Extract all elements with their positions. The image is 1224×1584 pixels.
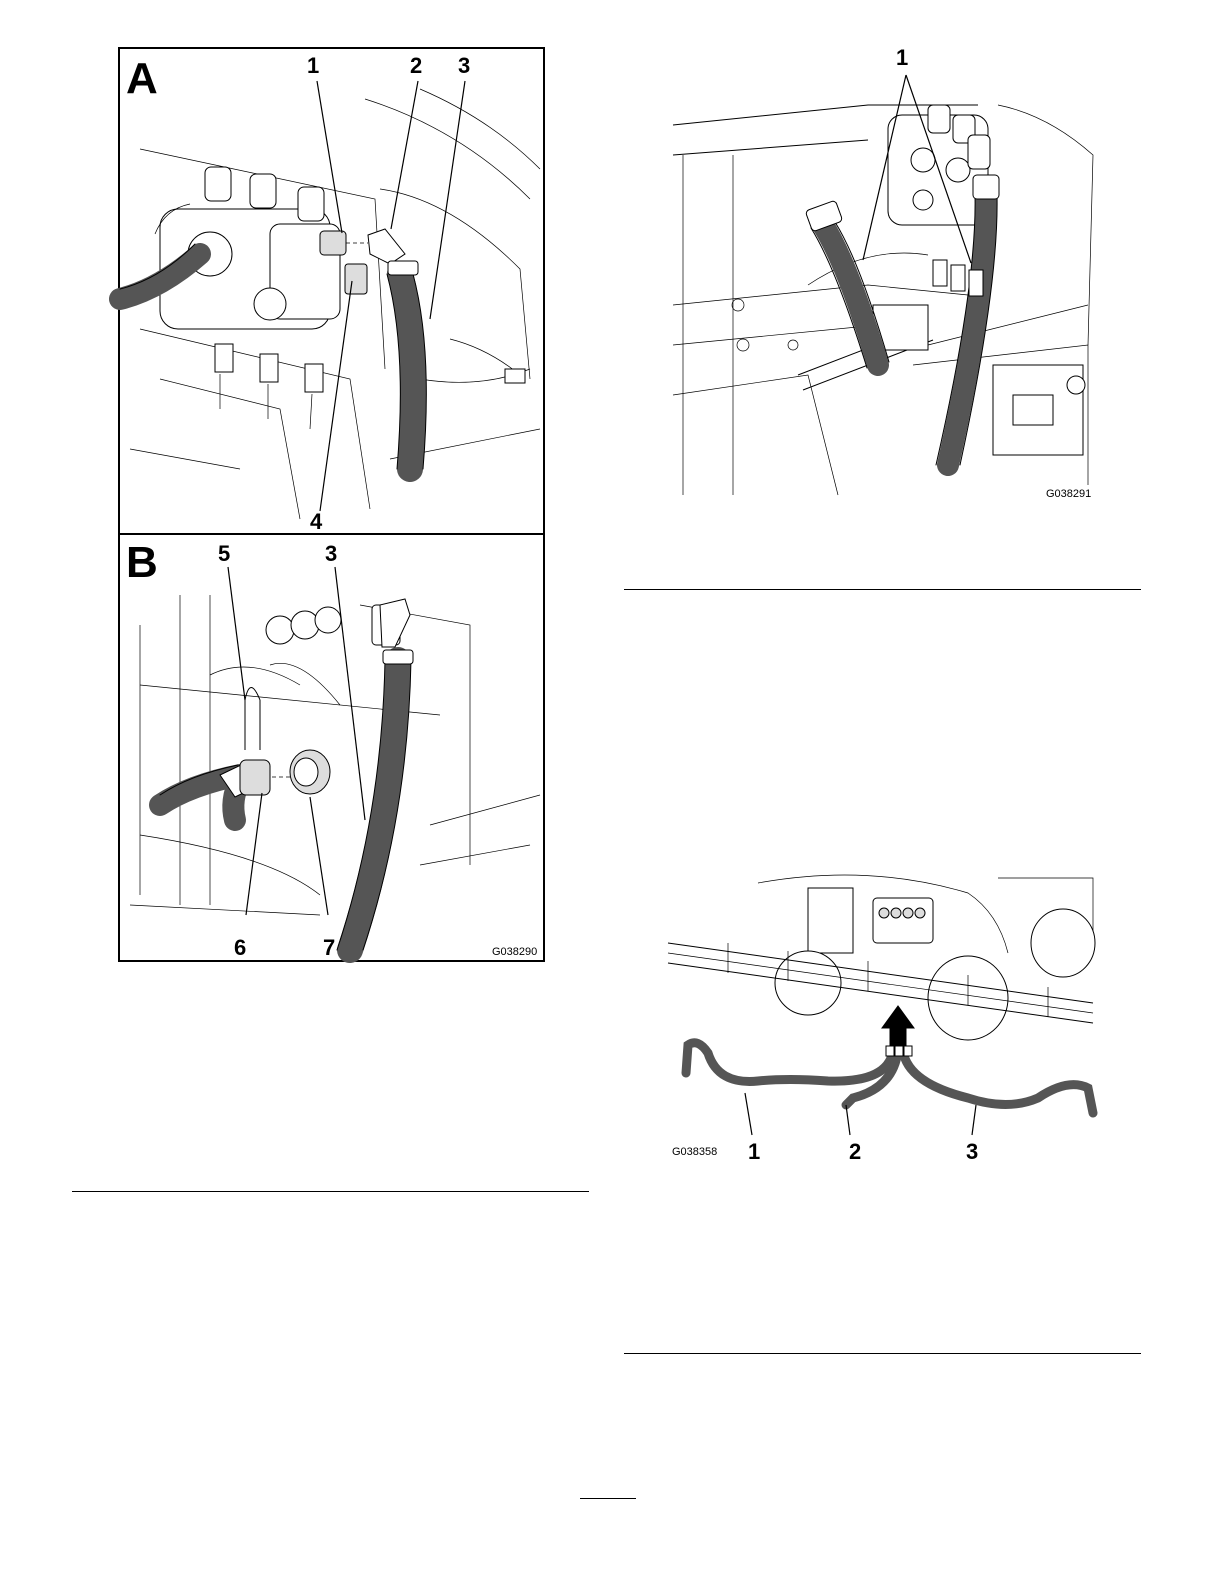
left-section-divider — [72, 1191, 589, 1192]
page-number-rule — [580, 1498, 636, 1499]
right-section-divider-1 — [624, 589, 1141, 590]
panel-b-callout-7: 7 — [323, 937, 335, 959]
figure-d: G038358 1 2 3 — [668, 873, 1098, 1165]
figure-c: 1 G038291 — [668, 45, 1098, 503]
figure-d-callout-3: 3 — [966, 1141, 978, 1163]
panel-a-callout-4: 4 — [310, 511, 322, 533]
figure-d-id: G038358 — [672, 1147, 717, 1158]
figure-a-b: A — [118, 47, 545, 962]
figure-a-b-id: G038290 — [492, 947, 537, 958]
panel-b: B — [118, 533, 545, 962]
panel-a-callout-2: 2 — [410, 55, 422, 77]
panel-b-callout-6: 6 — [234, 937, 246, 959]
panel-b-callout-5: 5 — [218, 543, 230, 565]
figure-c-illustration — [668, 45, 1098, 503]
figure-c-callout-1: 1 — [896, 47, 908, 69]
figure-d-callout-2: 2 — [849, 1141, 861, 1163]
panel-a: A — [118, 47, 545, 535]
panel-a-callout-3: 3 — [458, 55, 470, 77]
right-section-divider-2 — [624, 1353, 1141, 1354]
figure-c-id: G038291 — [1046, 489, 1091, 500]
panel-a-callout-1: 1 — [307, 55, 319, 77]
panel-b-illustration — [120, 535, 547, 964]
figure-d-callout-1: 1 — [748, 1141, 760, 1163]
panel-a-illustration — [120, 49, 547, 537]
figure-d-illustration — [668, 873, 1098, 1165]
panel-b-callout-3: 3 — [325, 543, 337, 565]
